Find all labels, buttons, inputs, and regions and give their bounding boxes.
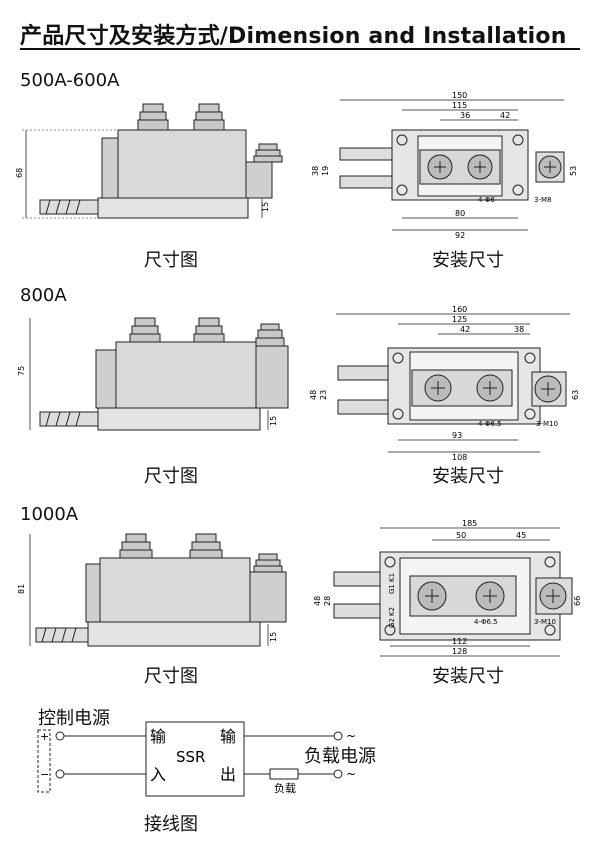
terminal-g2: G2 [388,618,396,628]
tilde-bottom: ~ [346,767,356,781]
section-label-800a: 800A [20,285,67,306]
load-label: 负载 [274,781,296,795]
control-source-box [37,729,51,793]
dim-hright-500a: 53 [569,166,578,176]
ssr-in-bottom: 入 [150,765,166,784]
dim-overall-800a: 160 [452,305,467,314]
load-terminal-bottom [333,769,343,779]
side-view-800a [29,317,289,431]
caption-top-800a: 安装尺寸 [432,466,504,487]
hose-barb [39,199,99,215]
dim-pitch1-1000a: 50 [456,531,466,540]
plus-sign: + [40,730,49,743]
dim-pitch1-500a: 36 [460,111,470,120]
caption-top-1000a: 安装尺寸 [432,666,504,687]
dim-inner-800a: 93 [452,431,462,440]
caption-side-800a: 尺寸图 [144,466,198,487]
section-label-1000a: 1000A [20,504,79,525]
title-rule [20,48,580,50]
top-view-800a [336,313,570,453]
dim-height-500a: 68 [15,168,24,178]
dim-base-500a: 15 [261,202,270,212]
dim-pitch2-1000a: 45 [516,531,526,540]
section-1000a-drawings: 81 15 185 50 45 112 128 28 48 66 4-Φ6.5 … [17,520,582,657]
top-view-1000a [333,527,573,657]
tilde-top: ~ [346,729,356,743]
load-resistor [269,768,299,780]
dim-hsmall-1000a: 28 [323,596,332,606]
screw-note-500a: 3-M8 [534,196,551,204]
dim-overall-1000a: 185 [462,520,477,528]
dim-hsmall-800a: 23 [319,390,328,400]
dim-hright-800a: 63 [571,390,580,400]
control-power-label: 控制电源 [38,708,110,729]
wiring-caption: 接线图 [144,814,198,835]
dim-base-800a: 15 [269,416,278,426]
load-terminal-top [333,731,343,741]
screw-note-800a: 3-M10 [536,420,558,428]
side-view-500a [22,103,283,219]
section-800a-drawings: 75 15 160 125 42 38 93 108 23 48 63 4-Φ6… [17,305,580,460]
ssr-in-top: 输 [150,727,166,746]
caption-side-500a: 尺寸图 [144,250,198,271]
dim-outer-500a: 92 [455,231,465,240]
ssr-out-top: 输 [220,727,236,746]
screw-note-1000a: 3-M10 [534,618,556,626]
terminal-plus [55,731,65,741]
section-500a-drawings: 68 15 150 115 36 42 80 92 19 38 53 4-Φ6 … [15,91,578,240]
dim-hright-1000a: 66 [573,596,582,606]
dim-outer-1000a: 128 [452,647,467,656]
dim-outer-800a: 108 [452,453,467,460]
dim-pitch1-800a: 42 [460,325,470,334]
terminal-k1: K1 [388,573,396,582]
wiring-diagram: + − 输 入 SSR 输 出 负载 ~ ~ [37,721,356,797]
dim-hlarge-800a: 48 [309,390,318,400]
section-label-500a: 500A-600A [20,70,120,91]
page-title: 产品尺寸及安装方式/Dimension and Installation [20,24,567,49]
caption-side-1000a: 尺寸图 [144,666,198,687]
top-view-500a [339,99,565,231]
dim-hlarge-1000a: 48 [313,596,322,606]
minus-sign: − [40,768,49,781]
dim-height-1000a: 81 [17,584,26,594]
hole-note-500a: 4-Φ6 [478,196,495,204]
dim-holes-500a: 115 [452,101,467,110]
base-plate [97,197,249,219]
terminal-k2: K2 [388,607,396,616]
dim-pitch2-500a: 42 [500,111,510,120]
dim-hlarge-500a: 38 [311,166,320,176]
top-terminal-nuts [137,103,283,163]
ssr-box [145,721,245,797]
dim-inner-1000a: 112 [452,637,467,646]
caption-top-500a: 安装尺寸 [432,250,504,271]
dim-overall-500a: 150 [452,91,467,100]
dim-base-1000a: 15 [269,632,278,642]
dim-height-800a: 75 [17,366,26,376]
hole-note-800a: 4-Φ6.5 [478,420,502,428]
side-view-1000a [29,533,287,647]
dim-hsmall-500a: 19 [321,166,330,176]
dim-pitch2-800a: 38 [514,325,524,334]
terminal-labels-1000a: K1 G1 K2 G2 [388,573,396,628]
terminal-g1: G1 [388,584,396,594]
hole-note-1000a: 4-Φ6.5 [474,618,498,626]
load-power-label: 负载电源 [304,746,376,767]
dim-holes-800a: 125 [452,315,467,324]
module-body [117,129,247,199]
ssr-label: SSR [176,748,205,766]
terminal-minus [55,769,65,779]
ssr-out-bottom: 出 [220,765,236,784]
dim-inner-500a: 80 [455,209,465,218]
